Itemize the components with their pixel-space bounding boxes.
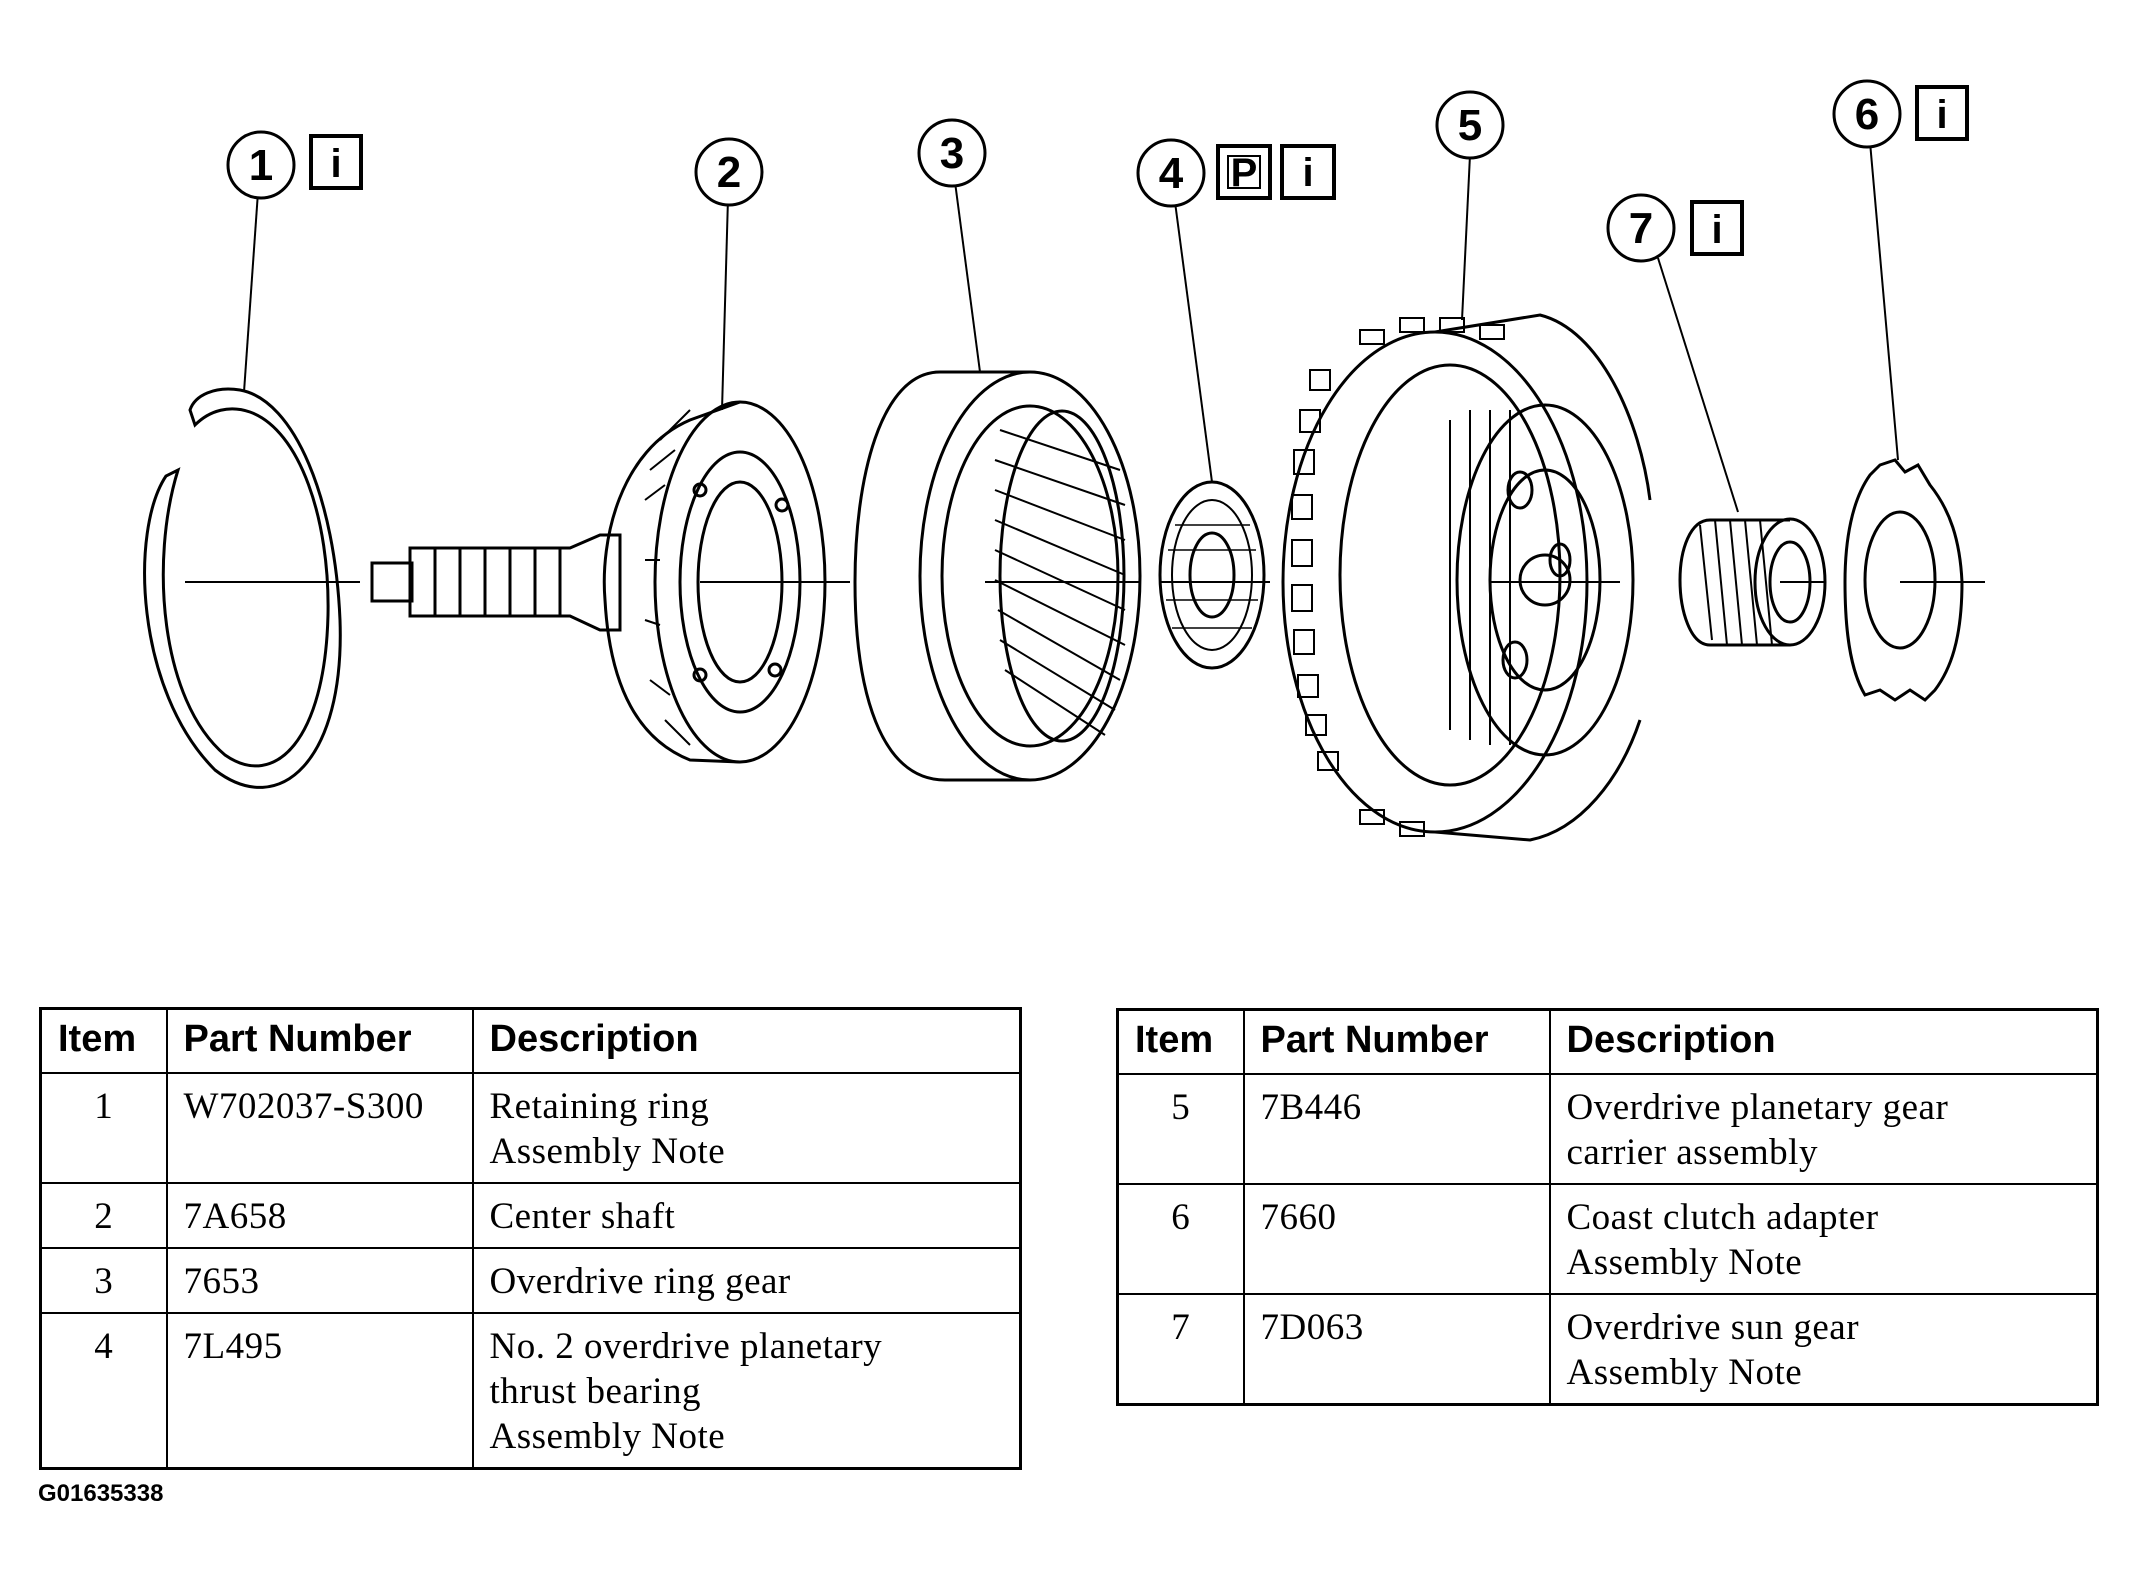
cell-item: 6 bbox=[1116, 1183, 1245, 1295]
description-line: Overdrive sun gear bbox=[1566, 1307, 1860, 1348]
cell-item: 7 bbox=[1116, 1293, 1245, 1406]
exploded-parts-diagram: 1 i 2 3 4 P i 5 6 i 7 i bbox=[143, 79, 1985, 842]
callout-1-number: 1 bbox=[249, 141, 273, 190]
cell-description: Overdrive planetary gear carrier assembl… bbox=[1548, 1073, 2099, 1185]
callout-4-number: 4 bbox=[1159, 149, 1184, 198]
description-line: Center shaft bbox=[489, 1196, 676, 1237]
cell-description: No. 2 overdrive planetary thrust bearing… bbox=[471, 1312, 1022, 1470]
parts-table-left: Item Part Number Description 1 W702037-S… bbox=[39, 1007, 1022, 1470]
cell-part-number: 7B446 bbox=[1242, 1073, 1551, 1185]
parking-badge-icon: P bbox=[1231, 151, 1258, 195]
parts-table-right: Item Part Number Description 5 7B446 Ove… bbox=[1116, 1008, 2099, 1406]
description-line: thrust bearing bbox=[489, 1371, 701, 1412]
header-item: Item bbox=[1116, 1008, 1245, 1075]
header-part-number: Part Number bbox=[165, 1007, 474, 1074]
center-shaft-part bbox=[370, 400, 827, 764]
figure-code: G01635338 bbox=[38, 1480, 164, 1507]
description-line: Coast clutch adapter bbox=[1566, 1197, 1879, 1238]
callout-2: 2 bbox=[694, 137, 764, 207]
description-line: Overdrive ring gear bbox=[489, 1261, 791, 1302]
cell-part-number: 7653 bbox=[165, 1247, 474, 1314]
table-row: 2 7A658 Center shaft bbox=[39, 1182, 1022, 1249]
header-item: Item bbox=[39, 1007, 168, 1074]
table-header-row: Item Part Number Description bbox=[39, 1007, 1022, 1074]
callout-5: 5 bbox=[1435, 90, 1505, 160]
retaining-ring-part bbox=[143, 387, 342, 789]
cell-part-number: W702037-S300 bbox=[165, 1072, 474, 1184]
callout-3-number: 3 bbox=[940, 129, 964, 178]
cell-description: Retaining ring Assembly Note bbox=[471, 1072, 1022, 1184]
assembly-note-link[interactable]: Assembly Note bbox=[489, 1131, 726, 1172]
cell-part-number: 7L495 bbox=[165, 1312, 474, 1470]
cell-description: Overdrive sun gear Assembly Note bbox=[1548, 1293, 2099, 1406]
callout-7-number: 7 bbox=[1629, 204, 1653, 253]
assembly-note-link[interactable]: Assembly Note bbox=[1566, 1242, 1803, 1283]
header-description: Description bbox=[1548, 1008, 2099, 1075]
cell-item: 3 bbox=[39, 1247, 168, 1314]
assembly-note-link[interactable]: Assembly Note bbox=[1566, 1352, 1803, 1393]
sun-gear-part bbox=[1678, 517, 1827, 647]
cell-part-number: 7660 bbox=[1242, 1183, 1551, 1295]
callout-3: 3 bbox=[917, 118, 987, 188]
thrust-bearing-part bbox=[1158, 480, 1266, 670]
info-badge-icon: i bbox=[1711, 208, 1722, 252]
info-badge-icon: i bbox=[330, 142, 341, 186]
callout-2-number: 2 bbox=[717, 148, 741, 197]
callout-7: 7 i bbox=[1606, 193, 1744, 263]
table-row: 5 7B446 Overdrive planetary gear carrier… bbox=[1116, 1073, 2099, 1185]
cell-description: Coast clutch adapter Assembly Note bbox=[1548, 1183, 2099, 1295]
cell-item: 1 bbox=[39, 1072, 168, 1184]
description-line: carrier assembly bbox=[1566, 1132, 1818, 1173]
callout-6: 6 i bbox=[1832, 79, 1969, 149]
cell-part-number: 7D063 bbox=[1242, 1293, 1551, 1406]
table-row: 4 7L495 No. 2 overdrive planetary thrust… bbox=[39, 1312, 1022, 1470]
table-row: 7 7D063 Overdrive sun gear Assembly Note bbox=[1116, 1293, 2099, 1406]
cell-part-number: 7A658 bbox=[165, 1182, 474, 1249]
cell-item: 2 bbox=[39, 1182, 168, 1249]
callout-4: 4 P i bbox=[1136, 138, 1336, 208]
cell-item: 4 bbox=[39, 1312, 168, 1470]
info-badge-icon: i bbox=[1302, 151, 1313, 195]
callout-6-number: 6 bbox=[1855, 90, 1879, 139]
description-line: Retaining ring bbox=[489, 1086, 710, 1127]
cell-item: 5 bbox=[1116, 1073, 1245, 1185]
info-badge-icon: i bbox=[1936, 93, 1947, 137]
callout-1: 1 i bbox=[226, 130, 363, 200]
description-line: Overdrive planetary gear bbox=[1566, 1087, 1949, 1128]
cell-description: Overdrive ring gear bbox=[471, 1247, 1022, 1314]
cell-description: Center shaft bbox=[471, 1182, 1022, 1249]
callout-5-number: 5 bbox=[1458, 101, 1482, 150]
description-line: No. 2 overdrive planetary bbox=[489, 1326, 883, 1367]
table-row: 1 W702037-S300 Retaining ring Assembly N… bbox=[39, 1072, 1022, 1184]
assembly-note-link[interactable]: Assembly Note bbox=[489, 1416, 726, 1457]
header-description: Description bbox=[471, 1007, 1022, 1074]
coast-clutch-adapter-part bbox=[1843, 458, 1964, 702]
leader-lines bbox=[243, 141, 1899, 513]
table-row: 6 7660 Coast clutch adapter Assembly Not… bbox=[1116, 1183, 2099, 1295]
table-header-row: Item Part Number Description bbox=[1116, 1008, 2099, 1075]
overdrive-ring-gear-part bbox=[853, 370, 1142, 782]
header-part-number: Part Number bbox=[1242, 1008, 1551, 1075]
planetary-carrier-part bbox=[1281, 313, 1652, 842]
table-row: 3 7653 Overdrive ring gear bbox=[39, 1247, 1022, 1314]
